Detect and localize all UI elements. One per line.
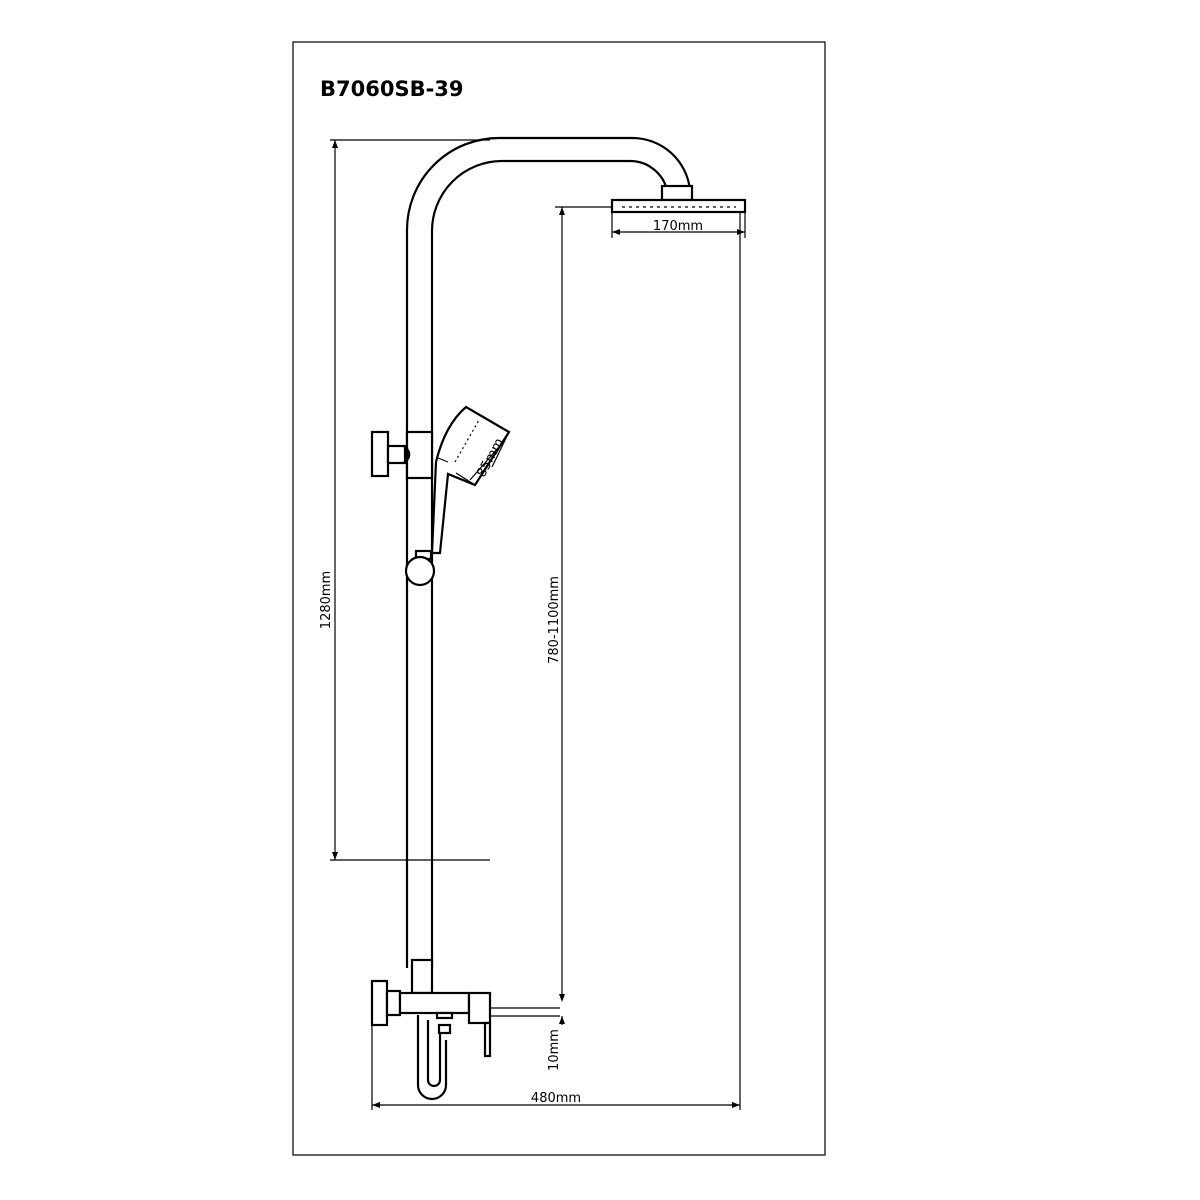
svg-text:170mm: 170mm xyxy=(653,219,703,234)
mixer-valve xyxy=(370,958,560,1101)
svg-text:10mm: 10mm xyxy=(547,1029,562,1071)
rain-shower-head xyxy=(610,184,747,214)
svg-text:1280mm: 1280mm xyxy=(319,571,334,629)
dim-480: 480mm xyxy=(371,212,741,1110)
riser-pipe xyxy=(405,136,692,968)
drawing-frame xyxy=(292,41,826,1156)
svg-text:480mm: 480mm xyxy=(531,1091,581,1106)
slider-bracket xyxy=(370,430,434,480)
product-code: B7060SB-39 xyxy=(320,77,464,101)
dim-1280: 1280mm xyxy=(319,139,490,861)
dim-170: 170mm xyxy=(611,212,746,238)
hose-holder xyxy=(404,549,436,587)
svg-text:780-1100mm: 780-1100mm xyxy=(547,576,562,664)
dim-10: 10mm xyxy=(547,1016,565,1071)
dim-780-1100: 780-1100mm xyxy=(547,206,612,1002)
